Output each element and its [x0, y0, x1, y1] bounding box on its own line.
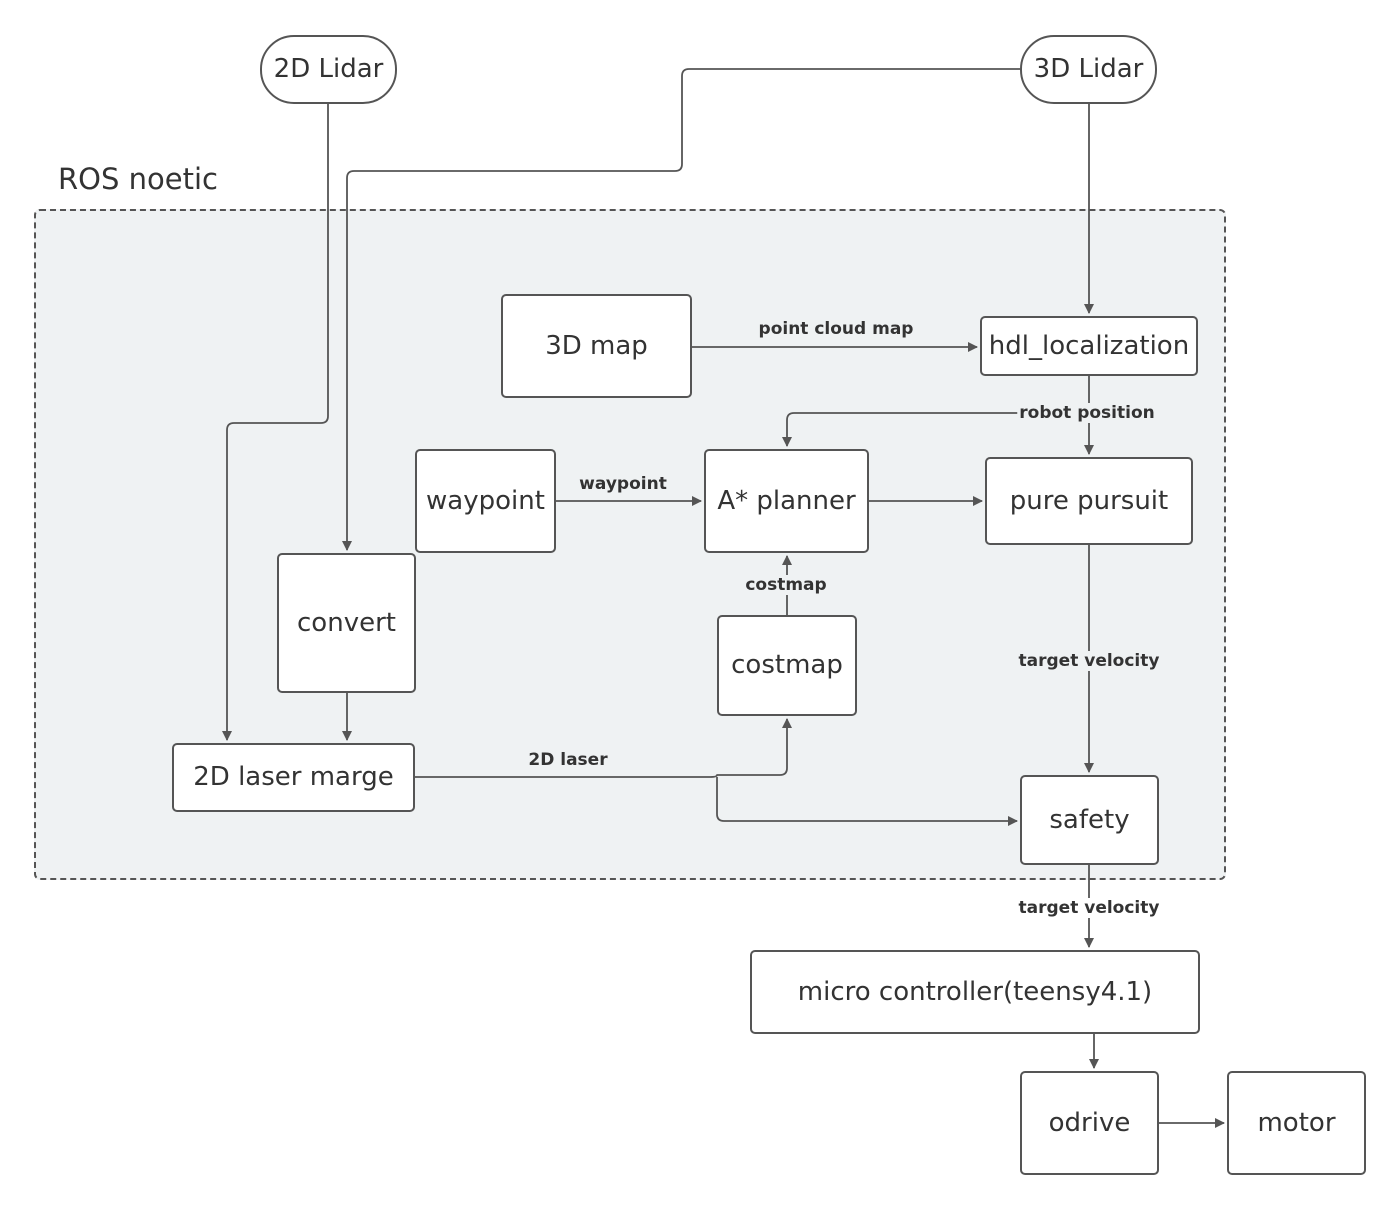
edge-lidar3d-to-convert [342, 68, 1020, 551]
node-3d-lidar: 3D Lidar [1020, 35, 1157, 104]
node-3d-map-publisher: 3D map [501, 294, 692, 398]
node-astar-planner: A* planner [704, 449, 869, 553]
label-costmap: costmap [743, 575, 829, 595]
node-motor: motor [1227, 1071, 1366, 1175]
node-hdl-localization: hdl_localization [980, 316, 1198, 376]
node-pure-pursuit: pure pursuit [985, 457, 1193, 545]
node-2d-lidar: 2D Lidar [260, 35, 397, 104]
node-waypoint-manager: waypoint [415, 449, 556, 553]
edge-lidar2d-to-laser-merge [222, 104, 329, 741]
edge-merge-to-safety [716, 777, 1018, 826]
label-2d-laser: 2D laser [526, 750, 610, 770]
label-point-cloud-map: point cloud map [756, 319, 916, 339]
edge-position-to-astar [782, 412, 1089, 447]
node-odrive: odrive [1020, 1071, 1159, 1175]
ros-noetic-title: ROS noetic [58, 162, 218, 196]
node-convert-2d-laser: convert [277, 553, 416, 693]
node-2d-laser-marge: 2D laser marge [172, 743, 415, 812]
node-costmap-generator: costmap [717, 615, 857, 716]
node-safety-limiter: safety [1020, 775, 1159, 865]
edge-merge-to-costmap [415, 718, 792, 778]
node-micro-controller: micro controller(teensy4.1) [750, 950, 1200, 1034]
label-waypoint: waypoint [577, 474, 669, 494]
label-robot-position: robot position [1017, 403, 1157, 423]
label-target-velocity-2: target velocity [1016, 898, 1162, 918]
label-target-velocity-1: target velocity [1016, 651, 1162, 671]
